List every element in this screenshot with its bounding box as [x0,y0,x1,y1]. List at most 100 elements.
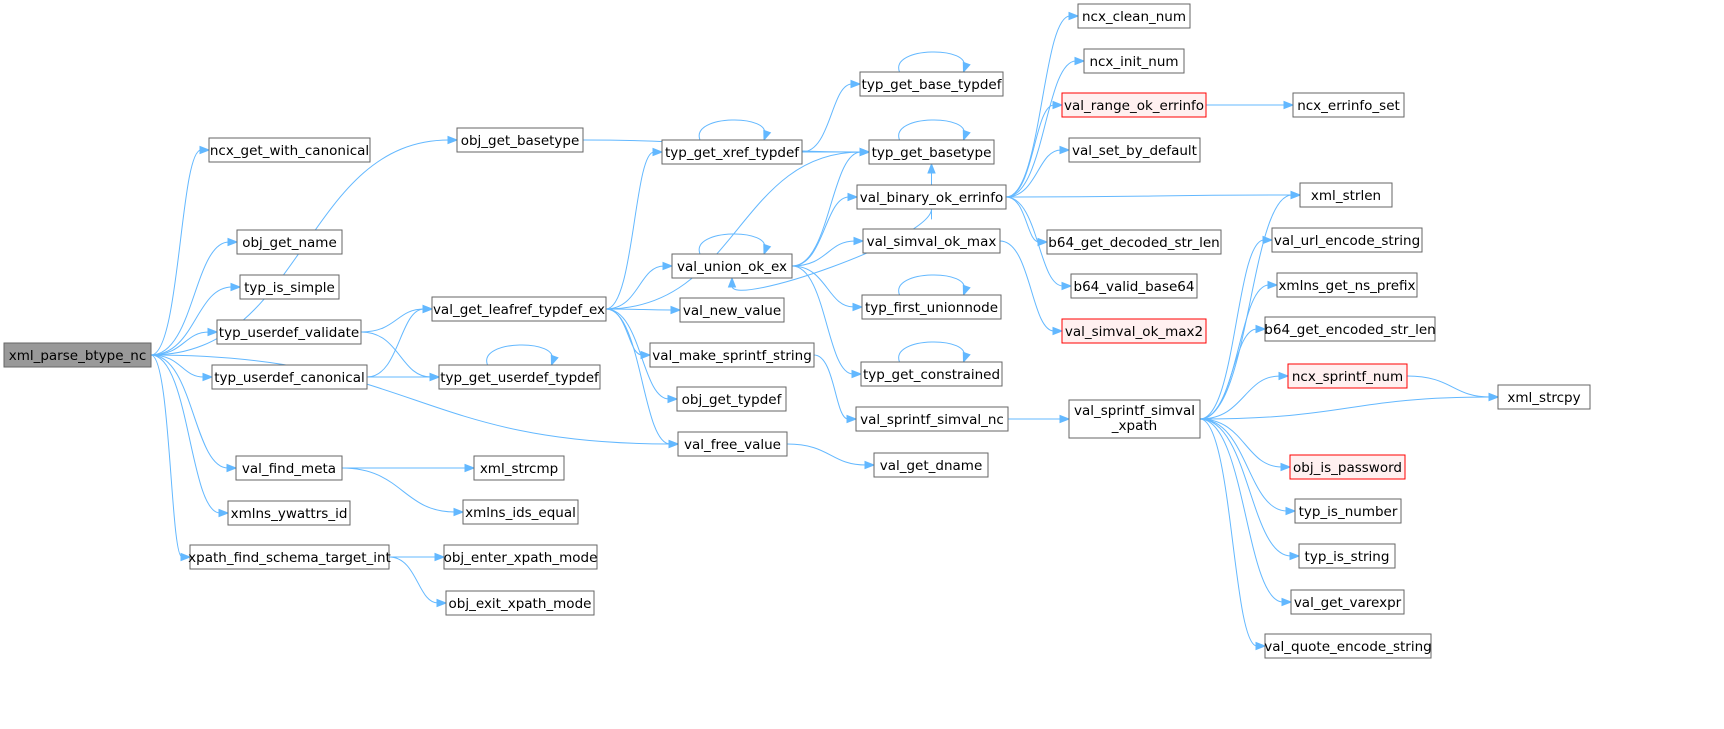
edge-val-sprintf-simval-xpath-to-val-url-encode-string-line [1199,239,1265,420]
node-obj-enter-xpath-mode-box [443,544,598,570]
node-val-quote-encode-string[interactable]: val_quote_encode_string [1264,633,1432,659]
node-ncx-errinfo-set-box [1292,92,1405,118]
edge-val-union-ok-ex-to-typ-get-basetype [791,147,871,267]
node-obj-get-name[interactable]: obj_get_name [236,229,343,255]
node-layer: xml_parse_btype_nc ncx_get_with_canonical… [3,3,1591,659]
node-obj-enter-xpath-mode[interactable]: obj_enter_xpath_mode [443,544,598,570]
edge-val-find-meta-to-xmlns-ids-equal-arrow [453,507,465,517]
node-val-get-varexpr-box [1290,589,1405,615]
node-typ-get-constrained[interactable]: typ_get_constrained [860,361,1003,387]
node-typ-get-basetype-box [868,139,995,165]
node-val-union-ok-ex[interactable]: val_union_ok_ex [671,253,793,279]
edge-val-free-value-to-val-get-dname-line [786,443,867,466]
node-obj-get-typdef[interactable]: obj_get_typdef [676,386,787,412]
node-xml-strcmp[interactable]: xml_strcmp [473,455,565,481]
node-val-get-leafref-typdef-ex[interactable]: val_get_leafref_typdef_ex [431,296,607,322]
edge-val-sprintf-simval-xpath-to-xml-strcpy [1199,392,1500,420]
node-xpath-find-schema-target-int-label: xpath_find_schema_target_int [188,550,391,566]
node-typ-get-userdef-typdef[interactable]: typ_get_userdef_typdef [438,364,601,390]
edge-val-find-meta-to-xml-strcmp [342,463,476,473]
node-obj-exit-xpath-mode[interactable]: obj_exit_xpath_mode [445,590,595,616]
edge-xml-parse-btype-nc-to-typ-userdef-validate [150,327,219,356]
node-ncx-errinfo-set[interactable]: ncx_errinfo_set [1292,92,1405,118]
edge-val-union-ok-ex-to-typ-get-basetype-arrow [859,147,871,157]
node-ncx-get-with-canonical[interactable]: ncx_get_with_canonical [208,137,371,163]
node-val-new-value[interactable]: val_new_value [679,297,785,323]
node-val-get-leafref-typdef-ex-box [431,296,607,322]
node-val-get-varexpr[interactable]: val_get_varexpr [1290,589,1405,615]
node-val-range-ok-errinfo[interactable]: val_range_ok_errinfo [1061,92,1207,118]
edge-val-sprintf-simval-xpath-to-val-get-varexpr [1199,418,1293,607]
node-typ-userdef-validate-box [216,319,362,345]
node-xmlns-ywattrs-id[interactable]: xmlns_ywattrs_id [227,500,351,526]
node-typ-is-simple-box [239,274,340,300]
node-typ-is-simple[interactable]: typ_is_simple [239,274,340,300]
node-val-url-encode-string[interactable]: val_url_encode_string [1271,227,1423,253]
node-xml-parse-btype-nc[interactable]: xml_parse_btype_nc [3,342,152,368]
edge-xml-parse-btype-nc-to-typ-is-simple [150,282,242,356]
node-val-set-by-default-label: val_set_by_default [1072,143,1197,159]
node-typ-is-string[interactable]: typ_is_string [1298,543,1396,569]
node-ncx-clean-num[interactable]: ncx_clean_num [1077,3,1191,29]
node-typ-get-xref-typdef[interactable]: typ_get_xref_typdef [661,139,803,165]
edge-val-binary-ok-errinfo-to-xml-strlen-line [1005,194,1293,198]
edge-xml-parse-btype-nc-to-obj-get-name [150,237,239,356]
edge-typ-userdef-validate-to-val-get-leafref-typdef-ex-line [360,308,425,333]
node-xpath-find-schema-target-int[interactable]: xpath_find_schema_target_int [188,544,391,570]
edge-typ-get-userdef-typdef-to-typ-get-userdef-typdef-line [486,344,553,366]
node-val-simval-ok-max2[interactable]: val_simval_ok_max2 [1061,318,1207,344]
edge-val-make-sprintf-string-to-val-sprintf-simval-nc-arrow [846,414,858,424]
edge-val-sprintf-simval-xpath-to-val-quote-encode-string [1199,418,1267,651]
node-b64-get-decoded-str-len[interactable]: b64_get_decoded_str_len [1046,229,1222,255]
node-xmlns-ids-equal[interactable]: xmlns_ids_equal [462,499,579,525]
node-ncx-init-num[interactable]: ncx_init_num [1083,48,1185,74]
edge-val-sprintf-simval-xpath-to-b64-get-encoded-str-len [1199,324,1267,420]
node-typ-get-basetype-label: typ_get_basetype [872,145,992,161]
node-b64-get-encoded-str-len[interactable]: b64_get_encoded_str_len [1264,316,1436,342]
node-typ-userdef-validate[interactable]: typ_userdef_validate [216,319,362,345]
node-typ-get-base-typdef[interactable]: typ_get_base_typdef [859,71,1004,97]
node-ncx-errinfo-set-label: ncx_errinfo_set [1297,98,1400,114]
node-val-find-meta-box [235,455,343,481]
node-val-get-dname[interactable]: val_get_dname [873,452,989,478]
edge-val-binary-ok-errinfo-to-b64-valid-base64 [1005,196,1073,291]
node-val-free-value[interactable]: val_free_value [677,431,788,457]
node-xmlns-ywattrs-id-box [227,500,351,526]
edge-val-simval-ok-max-to-val-simval-ok-max2-line [999,240,1055,332]
node-obj-get-typdef-label: obj_get_typdef [682,392,783,408]
node-typ-get-basetype[interactable]: typ_get_basetype [868,139,995,165]
node-val-sprintf-simval-xpath[interactable]: val_sprintf_simval_xpath [1068,399,1201,439]
node-val-union-ok-ex-label: val_union_ok_ex [677,259,787,275]
node-ncx-sprintf-num-label: ncx_sprintf_num [1292,369,1403,385]
edge-val-union-ok-ex-to-val-binary-ok-errinfo [791,192,859,267]
node-xmlns-get-ns-prefix[interactable]: xmlns_get_ns_prefix [1276,272,1418,298]
node-typ-first-unionnode[interactable]: typ_first_unionnode [861,294,1002,320]
node-val-find-meta[interactable]: val_find_meta [235,455,343,481]
edge-val-binary-ok-errinfo-to-ncx-init-num-arrow [1074,56,1086,66]
node-typ-is-number-label: typ_is_number [1299,504,1398,520]
edge-val-binary-ok-errinfo-to-ncx-clean-num-arrow [1068,11,1080,21]
node-typ-is-number-box [1294,498,1402,524]
node-val-make-sprintf-string[interactable]: val_make_sprintf_string [649,342,815,368]
node-val-free-value-box [677,431,788,457]
node-xml-strlen[interactable]: xml_strlen [1299,182,1393,208]
edge-xml-parse-btype-nc-to-val-find-meta-line [150,354,229,469]
node-val-sprintf-simval-nc[interactable]: val_sprintf_simval_nc [855,406,1009,432]
node-val-simval-ok-max[interactable]: val_simval_ok_max [862,228,1001,254]
node-obj-is-password[interactable]: obj_is_password [1289,454,1406,480]
edge-typ-get-base-typdef-to-typ-get-base-typdef [898,51,971,74]
node-val-binary-ok-errinfo[interactable]: val_binary_ok_errinfo [856,184,1007,210]
node-typ-is-number[interactable]: typ_is_number [1294,498,1402,524]
edge-val-get-leafref-typdef-ex-to-val-union-ok-ex-line [605,265,665,310]
edge-xml-parse-btype-nc-to-ncx-get-with-canonical-arrow [199,145,211,155]
node-val-quote-encode-string-box [1264,633,1432,659]
node-val-set-by-default[interactable]: val_set_by_default [1068,137,1201,163]
node-b64-valid-base64[interactable]: b64_valid_base64 [1070,273,1198,299]
node-typ-userdef-canonical[interactable]: typ_userdef_canonical [211,364,368,390]
edge-val-union-ok-ex-to-typ-get-basetype-line [791,151,862,267]
node-obj-get-basetype[interactable]: obj_get_basetype [456,127,584,153]
edge-val-find-meta-to-xml-strcmp-arrow [464,463,476,473]
node-typ-get-userdef-typdef-box [438,364,601,390]
node-ncx-sprintf-num[interactable]: ncx_sprintf_num [1287,363,1408,389]
node-xml-strcpy[interactable]: xml_strcpy [1497,384,1591,410]
